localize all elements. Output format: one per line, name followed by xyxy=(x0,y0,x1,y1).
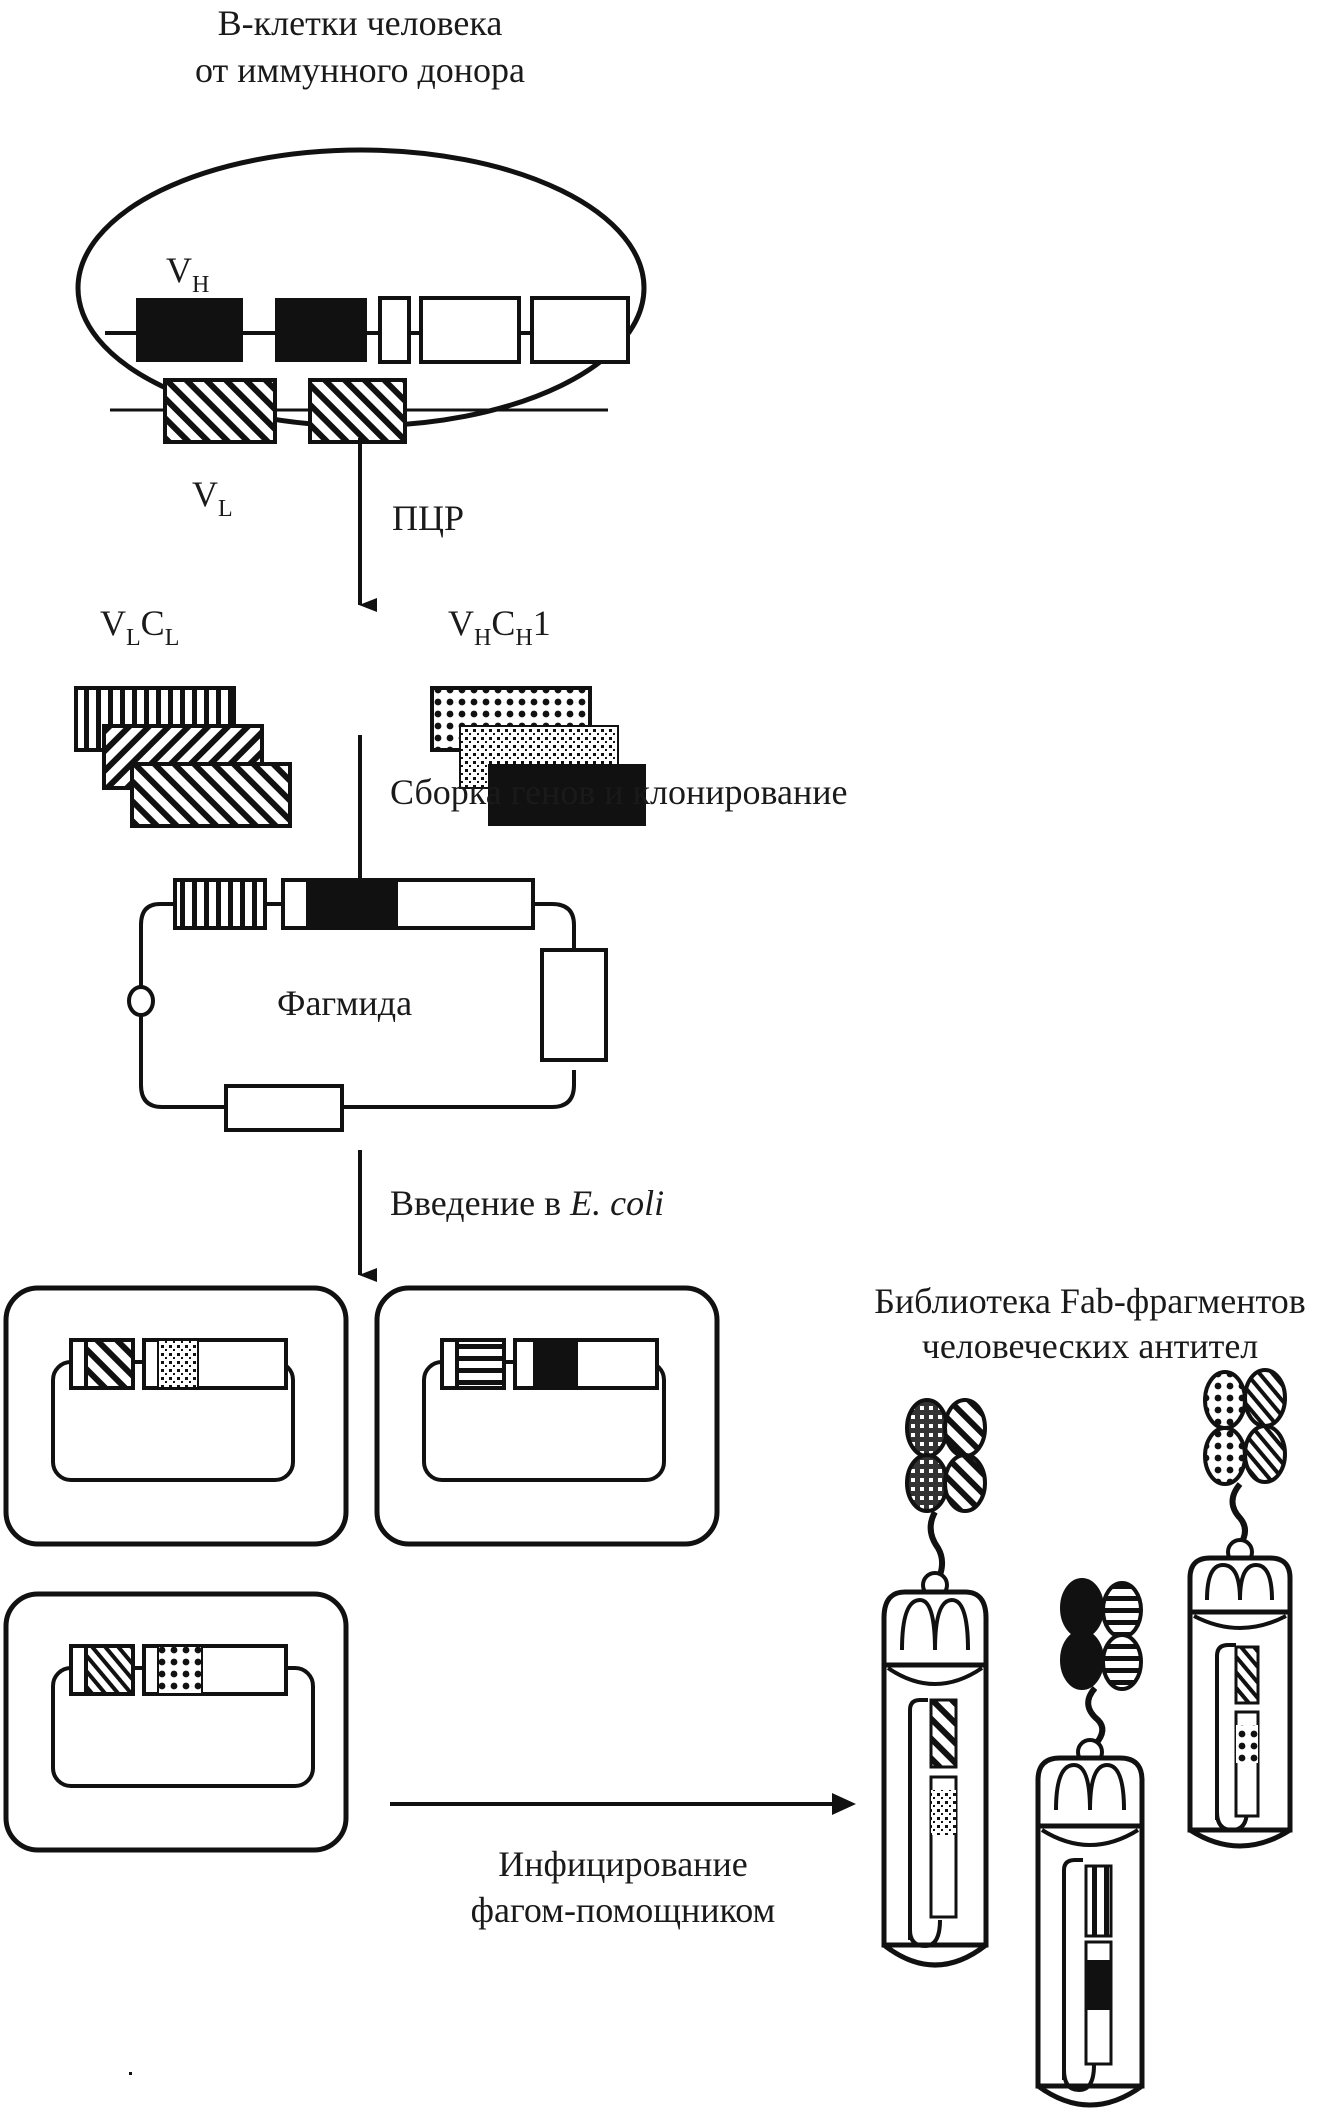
heavy-fragment-label: VHCH1 xyxy=(448,603,551,651)
infection-label-2: фагом-помощником xyxy=(471,1890,776,1930)
fab-heavy-domain xyxy=(905,1398,949,1458)
constant-exon-3 xyxy=(530,296,630,364)
vh-label: VH xyxy=(166,250,209,298)
pcr-label: ПЦР xyxy=(392,498,464,538)
vh-exon-2 xyxy=(275,298,367,362)
fab-heavy-domain xyxy=(1060,1578,1104,1638)
phage-2 xyxy=(1035,1578,1145,2108)
fab-heavy-domain xyxy=(1203,1370,1247,1430)
vl-exon-1 xyxy=(163,378,277,444)
phagemid: Фагмида xyxy=(127,878,608,1132)
vl-exon-2 xyxy=(308,378,407,444)
library-label-1: Библиотека Fab-фрагментов xyxy=(874,1281,1306,1321)
fab-light-domain xyxy=(1101,1581,1143,1639)
heavy-chain-insert xyxy=(306,880,398,928)
ecoli-cell-1 xyxy=(3,1285,349,1547)
fragment-solid xyxy=(488,764,646,826)
transformation-label: Введение в E. coli xyxy=(390,1183,664,1223)
print-speck xyxy=(129,2072,132,2075)
fab-light-domain xyxy=(943,1398,987,1458)
title-line-2: от иммунного донора xyxy=(195,50,525,90)
infection-label-1: Инфицирование xyxy=(498,1844,747,1884)
light-fragment-label: VLCL xyxy=(100,603,179,651)
assembly-label: Сборка генов и клонирование xyxy=(390,772,848,812)
fragment-hatched-left xyxy=(130,762,292,828)
constant-exon-2 xyxy=(419,296,521,364)
infection-arrowhead xyxy=(832,1793,856,1815)
vl-label-text: VL xyxy=(192,474,233,522)
phage-1 xyxy=(881,1398,989,1968)
library-label-2: человеческих антител xyxy=(922,1326,1259,1366)
constant-exon-1 xyxy=(378,296,411,364)
fab-light-domain xyxy=(1243,1368,1287,1428)
gene-III xyxy=(224,1084,344,1132)
heavy-chain-fragments xyxy=(430,686,646,826)
resistance-gene xyxy=(540,948,608,1062)
light-chain-insert xyxy=(173,878,267,930)
title-line-1: В-клетки человека xyxy=(218,3,503,43)
ecoli-cell-2 xyxy=(374,1285,720,1547)
light-chain-gene xyxy=(110,378,608,444)
phagemid-label: Фагмида xyxy=(277,983,412,1023)
b-cell: VH VL xyxy=(75,147,647,522)
heavy-chain-gene xyxy=(105,296,630,364)
light-chain-fragments xyxy=(74,686,292,828)
origin-of-replication xyxy=(127,985,155,1017)
phage-3 xyxy=(1187,1368,1293,1849)
vh-exon-1 xyxy=(136,298,243,362)
ecoli-cell-3 xyxy=(3,1591,349,1853)
